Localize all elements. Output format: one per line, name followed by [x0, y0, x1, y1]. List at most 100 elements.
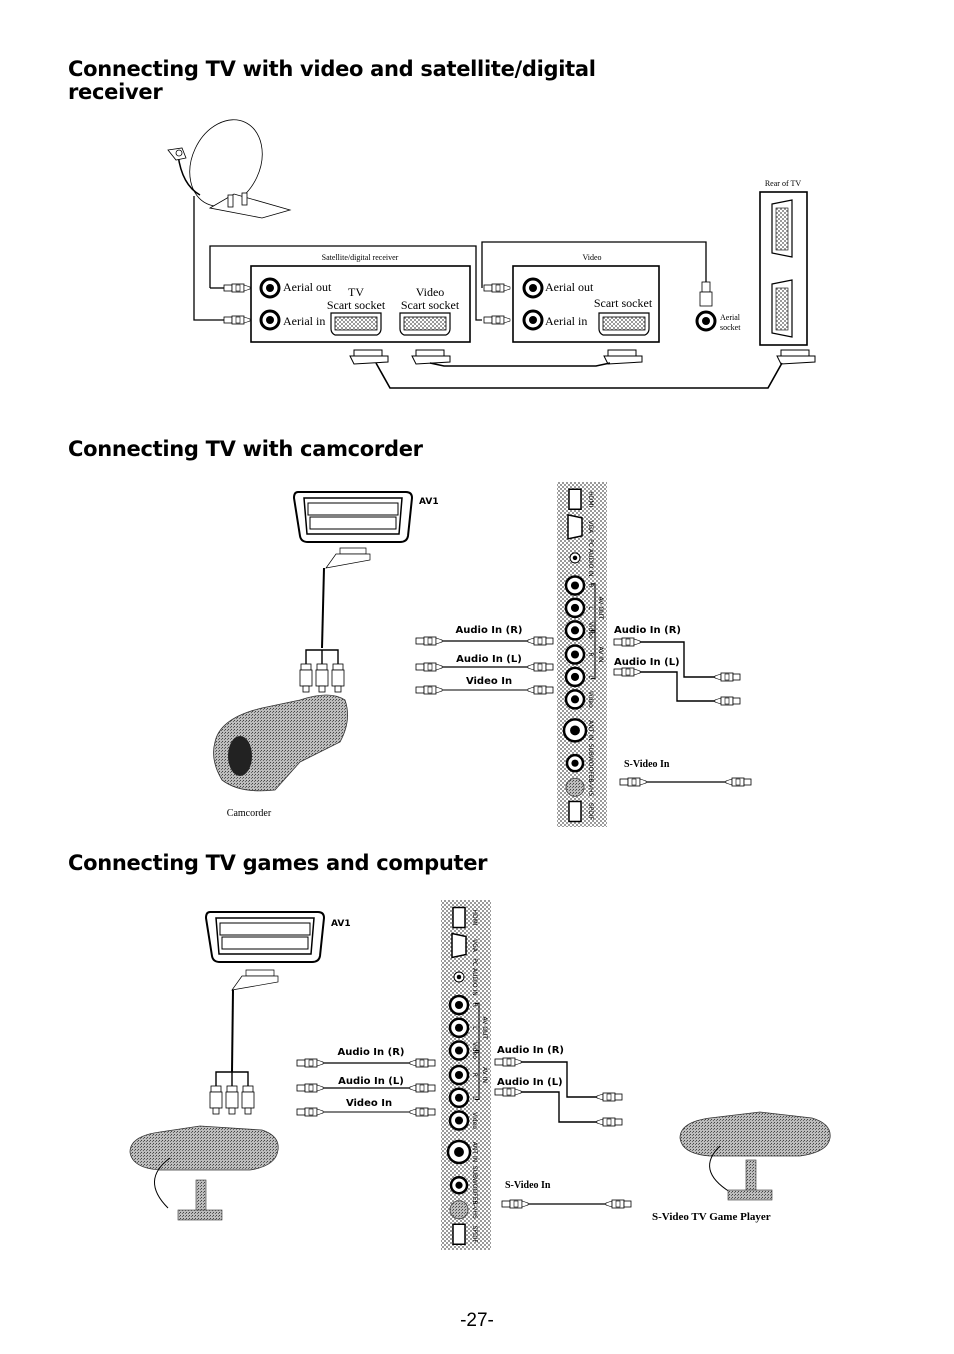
svideo-label: S-Video In [624, 759, 670, 770]
cable-label-audio-r: Audio In (R) [338, 1047, 405, 1058]
panel-group-label: AV OUT [597, 597, 604, 620]
cable-label-video: Video In [466, 676, 512, 687]
rca-jack-icon [564, 597, 586, 619]
panel-group-label: AV IN [481, 1067, 488, 1083]
cable-video [296, 1107, 436, 1117]
rca-jack-icon [449, 1176, 469, 1195]
panel-port-label: ANT IN [471, 1142, 478, 1162]
panel-port-label: VGA [587, 520, 594, 534]
cable-svideo [501, 1199, 632, 1209]
panel-port-label: L [587, 606, 594, 610]
panel-port-label: SUBWOOFER [471, 1166, 478, 1205]
rca-plug [299, 663, 313, 693]
panel-port-label: R [587, 652, 594, 656]
rca-plug [225, 1085, 239, 1115]
video-aerial-out-label: Aerial out [545, 280, 594, 294]
svideo-game-player-icon [679, 1111, 831, 1201]
panel-group-bracket [475, 1050, 480, 1100]
cable-label-video: Video In [346, 1098, 392, 1109]
rca-jack-icon [448, 1087, 470, 1108]
cable-label-audio-l: Audio In (L) [338, 1076, 404, 1087]
section-title-games: Connecting TV games and computer [68, 851, 488, 875]
cable-video [415, 685, 554, 695]
antenna-port-icon [446, 1139, 472, 1165]
video-aerial-in-jack [522, 309, 544, 331]
receiver-aerial-in-jack [259, 309, 281, 331]
panel-port-label: Video [471, 1042, 478, 1059]
panel-port-label: R [471, 1073, 478, 1077]
pc-audio-port-icon [569, 552, 581, 564]
satellite-dish-icon [167, 119, 292, 219]
rca-jack-icon [564, 644, 586, 665]
video-aerial-in-label: Aerial in [545, 314, 587, 328]
av1-label: AV1 [331, 919, 351, 929]
panel-group-bracket [591, 629, 596, 680]
scart-plug [411, 349, 451, 365]
panel-group-bracket [591, 583, 596, 633]
video-scart [598, 312, 650, 336]
tv-label: TV [348, 285, 364, 299]
cable-audio-r-right [613, 637, 741, 682]
cable-label-audio-l: Audio In (L) [456, 654, 522, 665]
cable-audio-l [415, 662, 554, 672]
panel-port-label: R [587, 583, 594, 587]
panel-group-label: AV IN [597, 647, 604, 663]
camcorder-icon [213, 694, 348, 792]
svhs-port-icon [565, 777, 585, 797]
tv-scart-socket-2 [771, 279, 793, 338]
panel-port-label: L [587, 675, 594, 679]
tv-scart-label: Scart socket [327, 298, 386, 312]
panel-group-bracket [475, 1002, 480, 1053]
video-scart-socket-label: Scart socket [594, 296, 653, 310]
cable-label-audio-l-right: Audio In (L) [614, 657, 680, 668]
receiver-tv-scart [330, 312, 382, 336]
cable-label-audio-r-right: Audio In (R) [497, 1045, 564, 1056]
scart-plug [603, 349, 643, 365]
panel-port-label: S-VHS [471, 1201, 478, 1219]
camcorder-label: Camcorder [227, 808, 272, 819]
cable-audio-l-right [613, 667, 741, 706]
panel-port-label: Video [587, 622, 594, 639]
tv-scart-socket-1 [771, 199, 793, 258]
rear-of-tv-label: Rear of TV [765, 179, 802, 188]
panel-port-label: ANT IN [587, 720, 594, 740]
aerial-plug-icon [699, 281, 713, 307]
title-line-1: Connecting TV with video and satellite/d… [68, 57, 596, 81]
scart-plug [776, 349, 816, 365]
socket-label: socket [720, 323, 741, 332]
panel-port-label: S-VHS [587, 778, 594, 796]
scart-cable [305, 547, 371, 664]
panel-port-label: SPDIF [587, 803, 594, 821]
rca-jack-icon [448, 1040, 470, 1061]
rca-jack-icon [448, 994, 470, 1016]
aerial-socket-jack [695, 310, 717, 332]
video-aerial-out-jack [522, 277, 544, 299]
rca-jack-icon [448, 1017, 470, 1038]
title-line-2: receiver [68, 80, 163, 104]
cable-audio-l-right [494, 1087, 623, 1127]
hdmi-port-icon [452, 906, 466, 929]
rca-jack-icon [448, 1110, 470, 1131]
cable-label-audio-l-right: Audio In (L) [497, 1077, 563, 1088]
svhs-port-icon [449, 1200, 469, 1220]
scart-plug [349, 349, 389, 365]
spdif-port-icon [568, 800, 582, 823]
panel-port-label: VGA [471, 939, 478, 953]
pc-audio-port-icon [453, 971, 465, 983]
rca-jack-icon [448, 1064, 470, 1086]
game-console-icon [129, 1125, 279, 1221]
rca-jack-icon [564, 689, 586, 710]
antenna-port-icon [562, 718, 588, 743]
panel-port-label: L [471, 1096, 478, 1100]
panel-port-label: SUBWOOFER [587, 744, 594, 783]
cable-audio-r [415, 636, 554, 646]
panel-port-label: L [471, 1026, 478, 1030]
scart-cable [215, 969, 279, 1086]
rca-plug [209, 1085, 223, 1115]
receiver-aerial-in-label: Aerial in [283, 314, 325, 328]
svideo-label: S-Video In [505, 1180, 551, 1191]
rca-plug [315, 663, 329, 693]
page-number: -27- [460, 1310, 494, 1331]
section-title-satellite: Connecting TV with video and satellite/d… [68, 58, 596, 104]
